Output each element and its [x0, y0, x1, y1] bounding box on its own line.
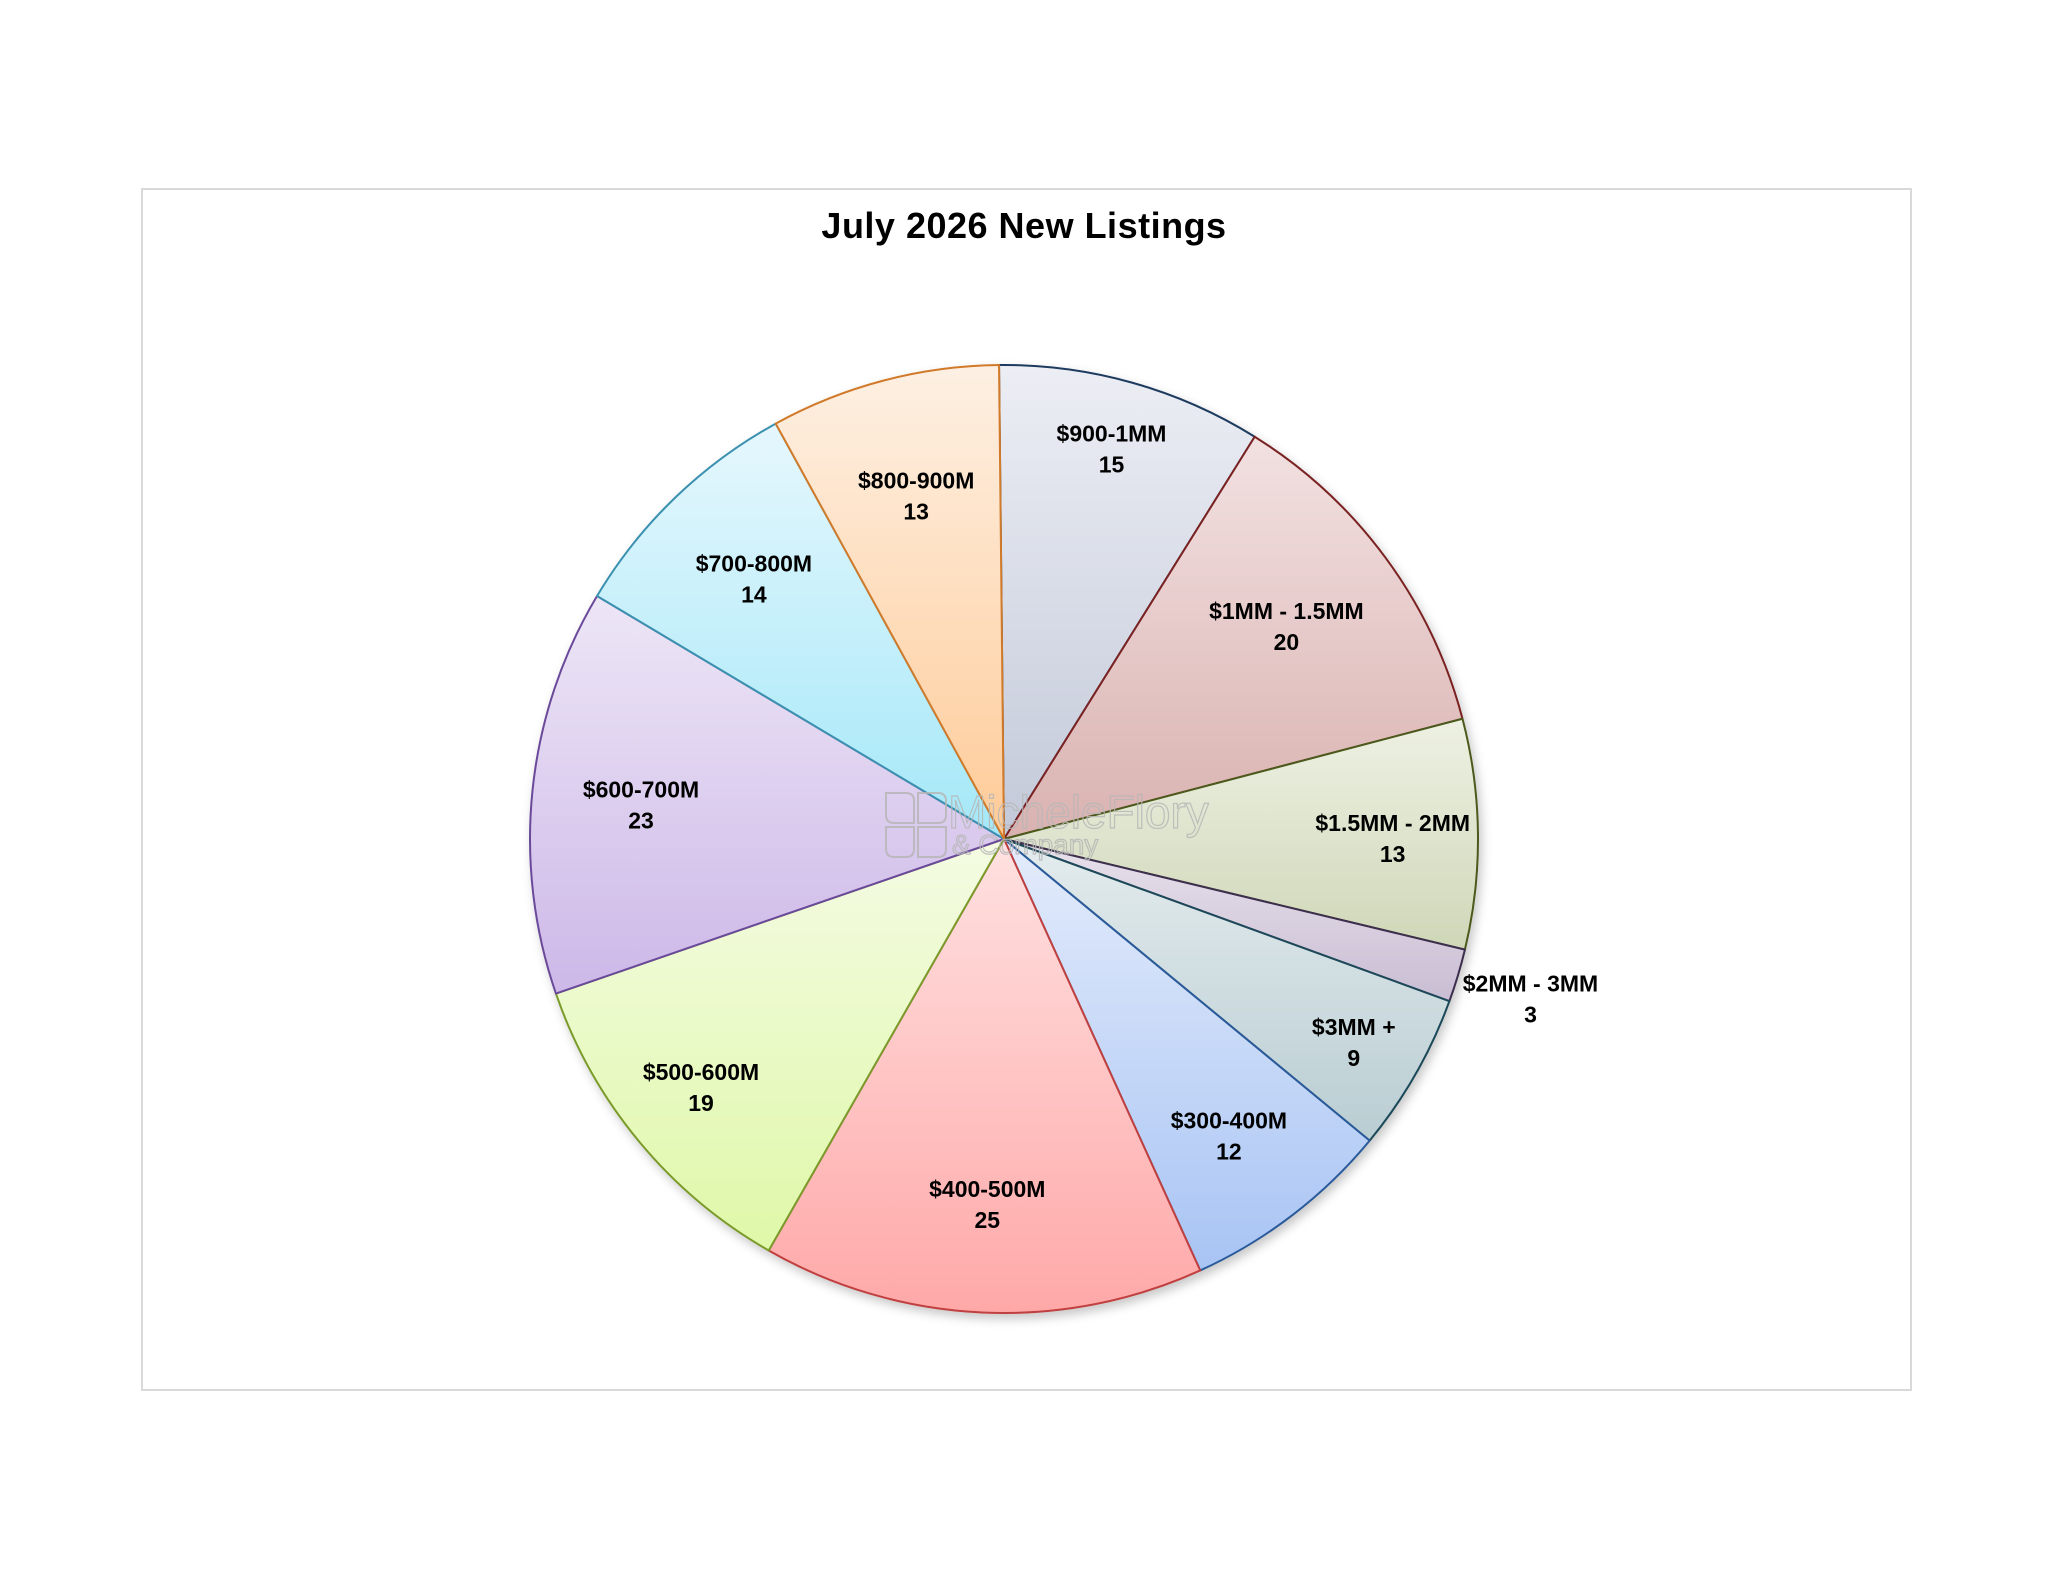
- slice-category-label: $400-500M: [929, 1176, 1045, 1202]
- slice-value-label: 15: [1099, 452, 1125, 478]
- slice-value-label: 25: [975, 1207, 1001, 1233]
- pie-slice: [774, 364, 1005, 840]
- slice-value-label: 13: [903, 498, 929, 524]
- slice-value-label: 12: [1216, 1138, 1242, 1164]
- slice-value-label: 19: [688, 1090, 714, 1116]
- slice-value-label: 23: [628, 807, 654, 833]
- slice-category-label: $600-700M: [583, 776, 699, 802]
- pie-slice: [1003, 435, 1464, 840]
- slice-category-label: $700-800M: [696, 551, 812, 577]
- pie-slice: [529, 594, 1005, 995]
- slice-value-label: 20: [1274, 629, 1300, 655]
- slice-category-label: $1.5MM - 2MM: [1315, 810, 1470, 836]
- pie-slice: [554, 838, 1005, 1252]
- slice-value-label: 9: [1347, 1045, 1360, 1071]
- pie-slice: [596, 422, 1005, 840]
- slice-category-label: $2MM - 3MM: [1463, 971, 1598, 997]
- watermark-logo: MicheleFlory & Company: [885, 785, 1209, 861]
- chart-title: July 2026 New Listings: [821, 205, 1227, 246]
- watermark-company: & Company: [952, 829, 1098, 860]
- pie-slice: [1003, 838, 1371, 1272]
- pie-labels: $900-1MM 15 $1MM - 1.5MM 20 $1.5MM - 2MM 13 $2…: [583, 421, 1598, 1233]
- watermark-name: MicheleFlory: [948, 786, 1209, 838]
- slice-category-label: $1MM - 1.5MM: [1209, 598, 1364, 624]
- pie-slice: [998, 364, 1256, 840]
- pie-slice: [1003, 717, 1479, 951]
- pie-slice: [767, 838, 1202, 1314]
- slice-category-label: $3MM +: [1312, 1014, 1396, 1040]
- slice-category-label: $800-900M: [858, 467, 974, 493]
- watermark-mark-icon: [885, 792, 947, 858]
- slice-category-label: $500-600M: [643, 1059, 759, 1085]
- slice-category-label: $900-1MM: [1057, 421, 1167, 447]
- slice-value-label: 14: [741, 582, 767, 608]
- slice-value-label: 13: [1380, 841, 1406, 867]
- slice-category-label: $300-400M: [1171, 1107, 1287, 1133]
- pie-slice: [1003, 838, 1451, 1142]
- pie-slices: [529, 364, 1479, 1314]
- slice-value-label: 3: [1524, 1002, 1537, 1028]
